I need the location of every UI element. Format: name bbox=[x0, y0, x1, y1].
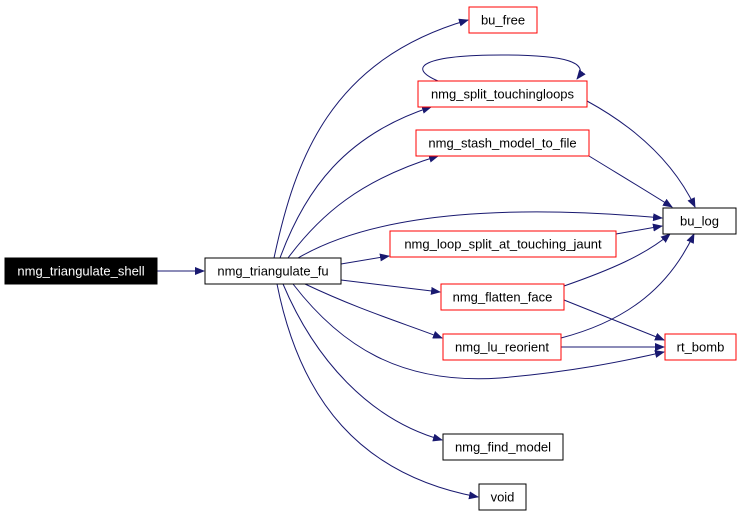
edge-nmg_triangulate_fu-to-void bbox=[276, 283, 479, 500]
edge-nmg_triangulate_fu-to-nmg_find_model bbox=[282, 283, 443, 442]
edge-nmg_split_touchingloops-to-bu_log bbox=[586, 100, 696, 208]
node-label: nmg_triangulate_fu bbox=[217, 264, 328, 279]
node-nmg_loop_split_at_touching_jaunt[interactable]: nmg_loop_split_at_touching_jaunt bbox=[389, 230, 617, 258]
node-bu_log: bu_log bbox=[662, 207, 737, 235]
edge-nmg_triangulate_fu-to-rt_bomb bbox=[292, 283, 665, 380]
node-label: bu_free bbox=[481, 13, 525, 28]
node-nmg_find_model: nmg_find_model bbox=[442, 433, 564, 461]
node-label: nmg_flatten_face bbox=[453, 290, 553, 305]
node-label: nmg_triangulate_shell bbox=[17, 264, 144, 279]
edge-nmg_triangulate_fu-to-bu_free bbox=[273, 18, 469, 259]
nodes-layer: nmg_triangulate_shell nmg_triangulate_fu b… bbox=[4, 6, 737, 511]
node-label: bu_log bbox=[680, 214, 719, 229]
node-label: nmg_stash_model_to_file bbox=[428, 136, 576, 151]
edge-nmg_triangulate_fu-to-nmg_loop_split_at_touching_jaunt bbox=[340, 253, 390, 265]
node-box bbox=[417, 80, 588, 108]
node-nmg_flatten_face[interactable]: nmg_flatten_face bbox=[440, 283, 565, 311]
node-box bbox=[478, 483, 527, 511]
node-label: void bbox=[491, 490, 515, 505]
node-box bbox=[415, 129, 590, 157]
edge-nmg_triangulate_fu-to-nmg_stash_model_to_file bbox=[287, 154, 439, 259]
node-label: nmg_find_model bbox=[455, 440, 551, 455]
node-void: void bbox=[478, 483, 527, 511]
node-box bbox=[662, 207, 737, 235]
node-box bbox=[440, 283, 565, 311]
edge-nmg_triangulate_fu-to-nmg_lu_reorient bbox=[304, 283, 443, 339]
edge-nmg_split_touchingloops-to-nmg_split_touchingloops bbox=[422, 54, 586, 82]
node-label: nmg_split_touchingloops bbox=[431, 87, 575, 102]
node-box bbox=[442, 333, 562, 361]
node-label: nmg_lu_reorient bbox=[455, 340, 549, 355]
node-nmg_triangulate_shell: nmg_triangulate_shell bbox=[4, 257, 158, 285]
node-rt_bomb[interactable]: rt_bomb bbox=[664, 333, 737, 361]
node-box bbox=[468, 6, 538, 34]
node-box bbox=[389, 230, 617, 258]
node-nmg_stash_model_to_file[interactable]: nmg_stash_model_to_file bbox=[415, 129, 590, 157]
node-nmg_triangulate_fu: nmg_triangulate_fu bbox=[204, 257, 342, 285]
node-nmg_lu_reorient[interactable]: nmg_lu_reorient bbox=[442, 333, 562, 361]
edge-nmg_flatten_face-to-bu_log bbox=[563, 233, 671, 287]
edge-nmg_loop_split_at_touching_jaunt-to-bu_log bbox=[615, 223, 663, 235]
node-box bbox=[204, 257, 342, 285]
edge-nmg_triangulate_fu-to-bu_log bbox=[297, 211, 663, 259]
node-box bbox=[664, 333, 737, 361]
node-nmg_split_touchingloops[interactable]: nmg_split_touchingloops bbox=[417, 80, 588, 108]
node-box bbox=[4, 257, 158, 285]
edges-layer bbox=[157, 18, 696, 500]
node-label: nmg_loop_split_at_touching_jaunt bbox=[404, 237, 602, 252]
node-label: rt_bomb bbox=[677, 340, 725, 355]
node-bu_free[interactable]: bu_free bbox=[468, 6, 538, 34]
edge-nmg_stash_model_to_file-to-bu_log bbox=[588, 155, 673, 208]
edge-nmg_triangulate_fu-to-nmg_flatten_face bbox=[340, 279, 441, 295]
node-box bbox=[442, 433, 564, 461]
edge-nmg_triangulate_fu-to-nmg_split_touchingloops bbox=[279, 105, 432, 259]
edge-nmg_lu_reorient-to-bu_log bbox=[560, 233, 695, 339]
edge-nmg_flatten_face-to-rt_bomb bbox=[563, 299, 665, 341]
